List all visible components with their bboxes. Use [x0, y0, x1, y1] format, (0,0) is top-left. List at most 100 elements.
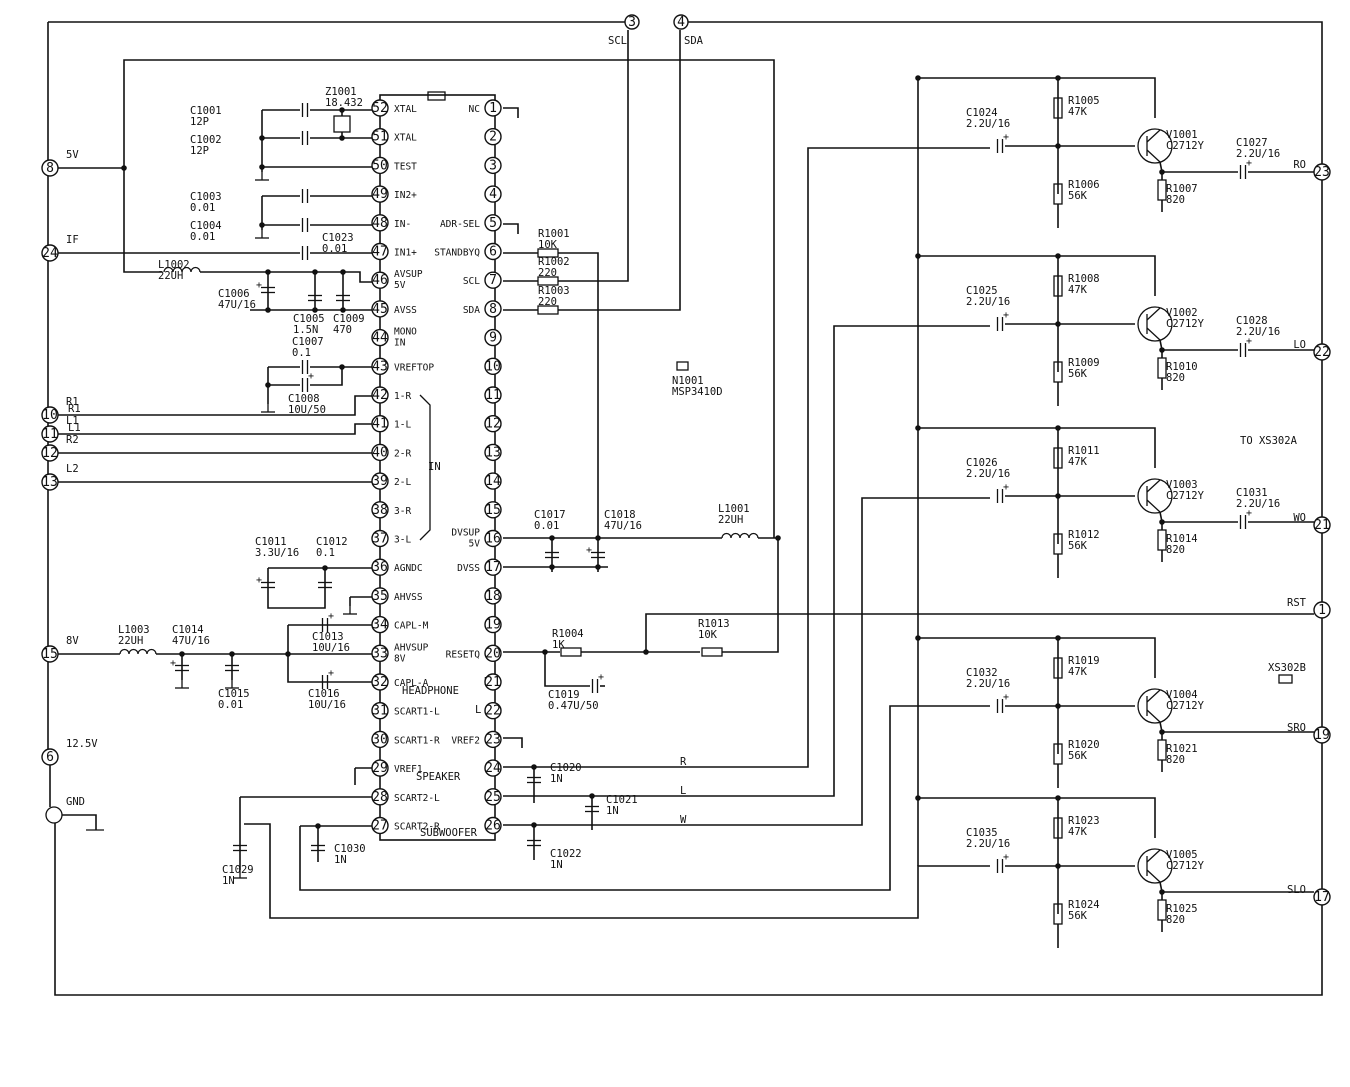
label-c1035: 2.2U/16: [966, 838, 1010, 850]
label-c1011: 3.3U/16: [255, 547, 299, 559]
label-c1002: 12P: [190, 145, 209, 157]
polarity-mark: +: [170, 658, 176, 669]
ic-pin-2: 2: [484, 127, 502, 146]
pin-number: 33: [372, 646, 388, 661]
pin-number: 29: [372, 761, 388, 776]
capacitor: +: [996, 132, 1009, 153]
label-r1025: 820: [1166, 914, 1185, 926]
capacitor: +: [591, 672, 604, 693]
label-r1005: R1005: [1068, 95, 1100, 107]
ic-label: MSP3410D: [672, 386, 723, 398]
label-c1014: 47U/16: [172, 635, 210, 647]
label-v1001: V1001: [1166, 129, 1198, 141]
label-c1024: 2.2U/16: [966, 118, 1010, 130]
pin-name-51: XTAL: [394, 133, 417, 144]
ic-pin-29: 29: [371, 759, 389, 777]
junction-dot: [915, 795, 921, 801]
junction-dot: [179, 651, 185, 657]
pin-number: 27: [372, 819, 388, 834]
capacitor: [318, 581, 332, 589]
pin-number: 10: [485, 359, 501, 374]
group-label-in: IN: [428, 461, 441, 473]
ic-pin-6: 6: [484, 242, 502, 261]
wire: [544, 652, 590, 687]
label-z1001: 18.432: [325, 97, 363, 109]
ic-pin-13: 13: [484, 443, 502, 462]
cap-c1005: [308, 294, 322, 302]
ic-notch: [427, 91, 446, 101]
ic-pin-42: 42: [371, 386, 389, 404]
pin-number: 21: [485, 675, 501, 690]
label-r1004: R1004: [552, 628, 584, 640]
connector-3: 3: [624, 14, 640, 30]
junction-dot: [915, 635, 921, 641]
pin-name-44: IN: [394, 338, 406, 349]
pin-number: 22: [485, 704, 501, 719]
connector-label-15: 8V: [66, 635, 79, 647]
label-r1020: 56K: [1068, 750, 1088, 762]
ic-pin-43: 43: [371, 357, 389, 375]
resistor: [1053, 275, 1063, 297]
connector-label-12: R2: [66, 434, 79, 446]
wire: [918, 637, 1156, 678]
net-r: R: [680, 756, 687, 768]
label-c1009: 470: [333, 324, 352, 336]
pin-number: 38: [372, 503, 388, 518]
capacitor: [225, 664, 239, 672]
capacitor: +: [1239, 158, 1252, 179]
pin-name-37: 3-L: [394, 535, 411, 546]
pin-number: 6: [46, 750, 54, 765]
wire: [918, 797, 1156, 838]
ic-pin-15: 15: [484, 501, 502, 519]
capacitor: +: [996, 692, 1009, 713]
pin-number: 10: [42, 408, 58, 423]
junction-dot: [229, 651, 235, 657]
resistor: [1053, 97, 1063, 119]
label-r1009: 56K: [1068, 368, 1088, 380]
connector-label-ro: RO: [1293, 159, 1306, 171]
junction-dot: [915, 75, 921, 81]
net-r1: R1: [68, 403, 81, 415]
label-r1007: R1007: [1166, 183, 1198, 195]
polarity-mark: +: [598, 672, 604, 683]
pin-name-40: 2-R: [394, 448, 411, 459]
label-r1010: 820: [1166, 372, 1185, 384]
ic-pin-20: 20: [484, 644, 502, 662]
ic-pin-28: 28: [371, 788, 389, 806]
ic-pin-34: 34: [371, 615, 389, 634]
junction-dot: [259, 164, 265, 170]
wire: [54, 823, 1323, 996]
label-l1002: L1002: [158, 259, 190, 271]
label-c1016: 10U/16: [308, 699, 346, 711]
in-bracket: [419, 394, 431, 541]
polarity-mark: +: [1003, 692, 1009, 703]
polarity-mark: +: [256, 280, 262, 291]
label-r1002: 220: [538, 267, 557, 279]
pin-number: 50: [372, 158, 388, 173]
label-c1021: C1021: [606, 794, 638, 806]
label-r1012: R1012: [1068, 529, 1100, 541]
label-c1028: C1028: [1236, 315, 1268, 327]
ic-pin-17: 17: [484, 558, 502, 576]
junction-dot: [315, 823, 321, 829]
connector-4: 4: [673, 14, 689, 30]
gnd-terminal: [45, 806, 63, 824]
xs302b-symbol: [1278, 674, 1293, 684]
label-c1017: C1017: [534, 509, 566, 521]
pin-number: 14: [485, 474, 501, 489]
ic-pin-46: 46: [371, 271, 389, 289]
pin-name-47: IN1+: [394, 248, 417, 259]
pin-number: 11: [42, 427, 58, 442]
wire: [503, 497, 990, 826]
resistor: [1053, 361, 1063, 383]
pin-number: 39: [372, 474, 388, 489]
capacitor: +: [301, 371, 314, 392]
polarity-mark: +: [1003, 132, 1009, 143]
resistor: [537, 248, 559, 258]
pin-number: 2: [489, 130, 497, 145]
ic-pin-5: 5: [484, 214, 502, 232]
wire: [1146, 869, 1161, 883]
label-c1029: 1N: [222, 875, 235, 887]
ic-pin-41: 41: [371, 415, 389, 433]
junction-dot: [265, 269, 271, 275]
